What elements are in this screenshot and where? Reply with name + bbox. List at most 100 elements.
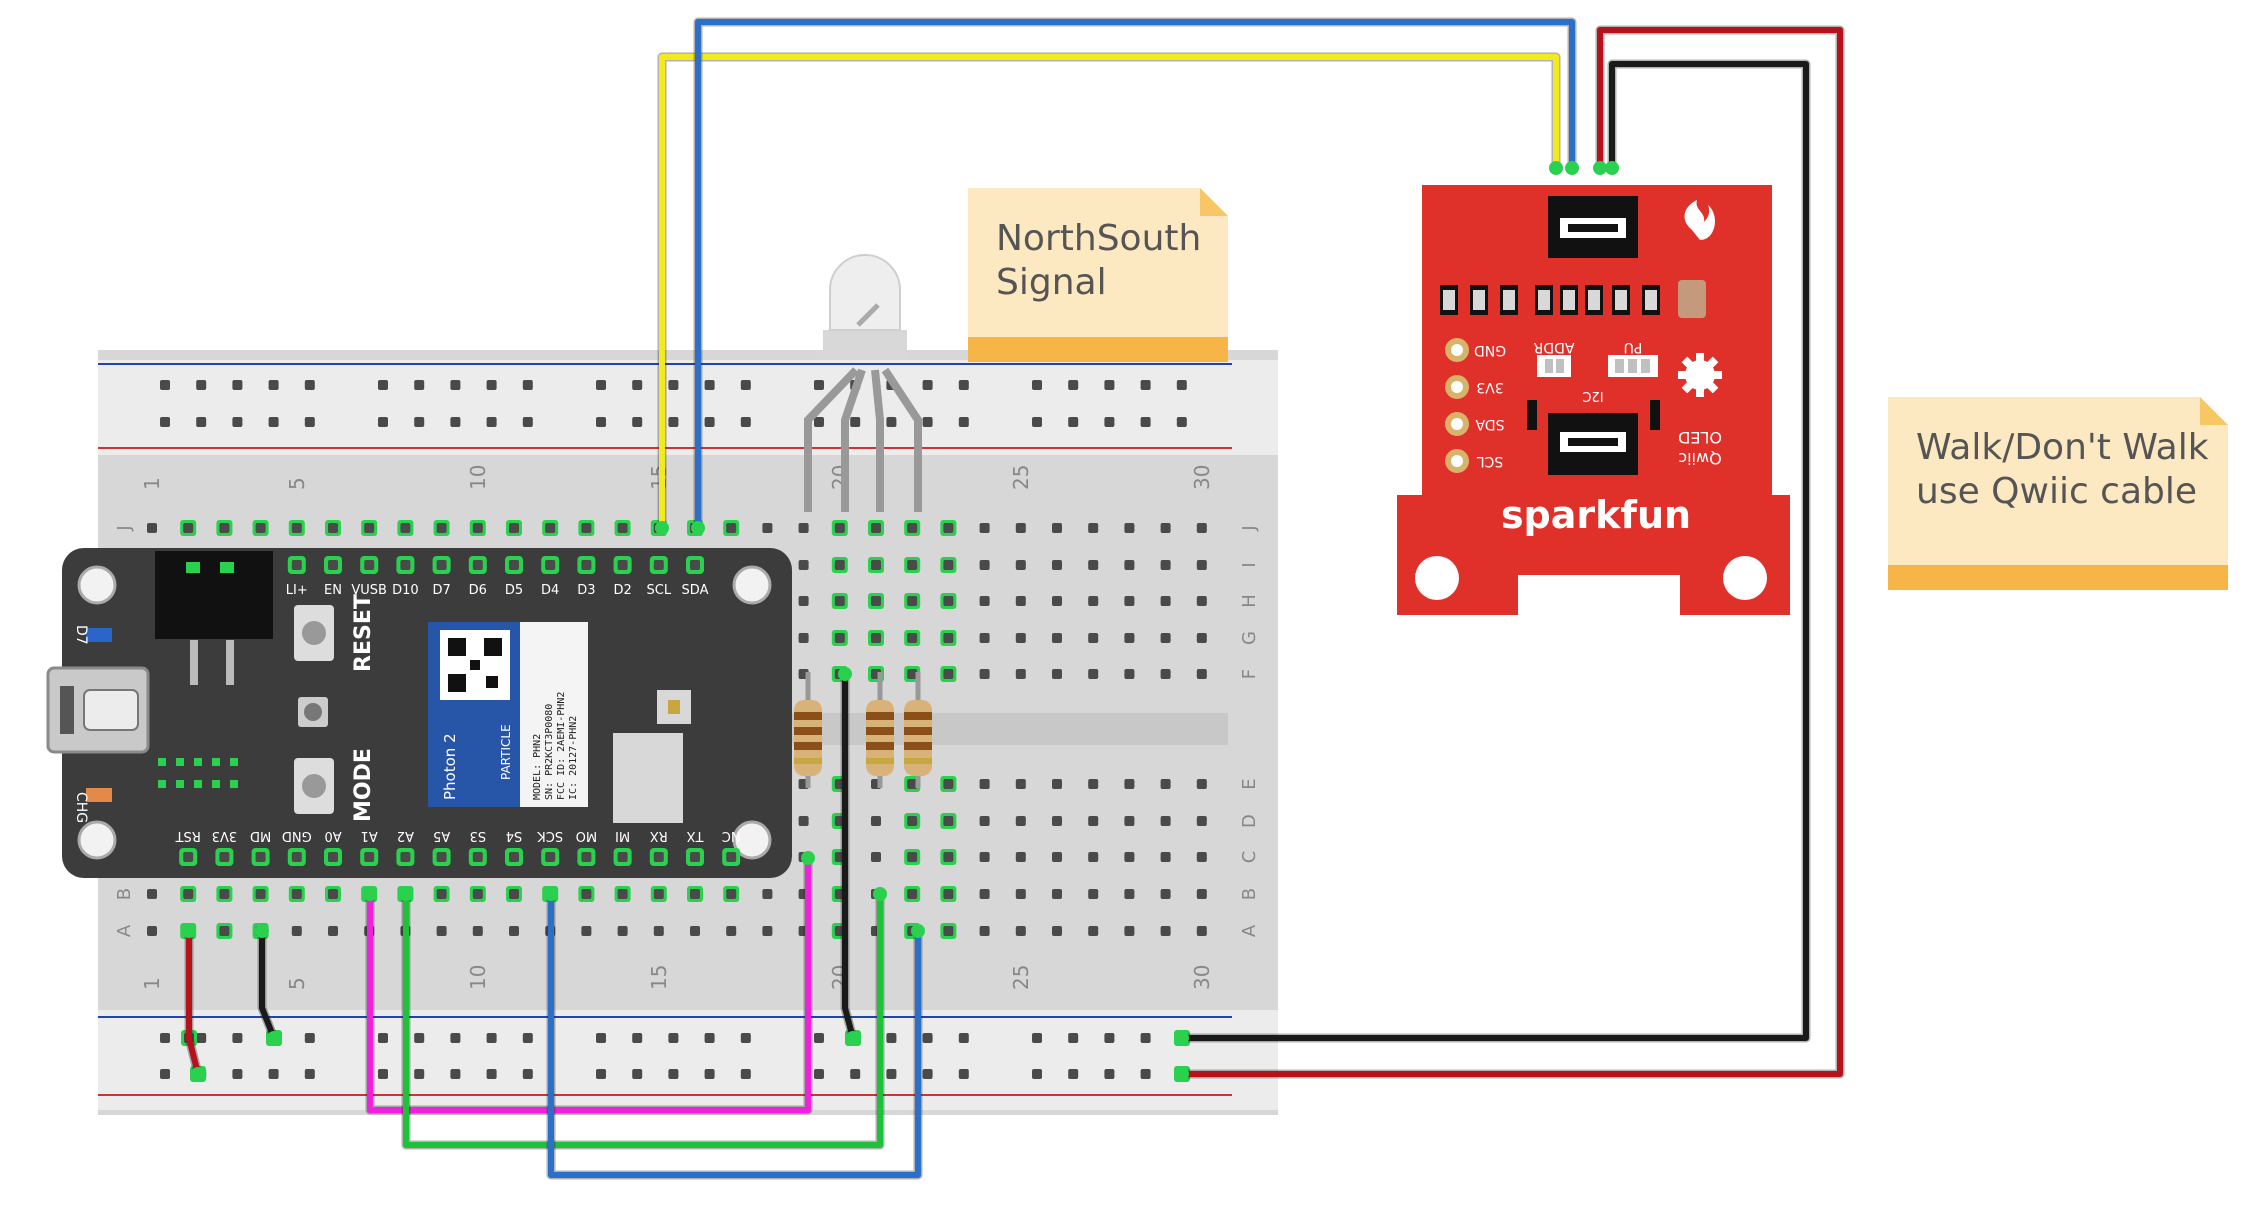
breadboard-hole [1015, 560, 1026, 570]
rail-hole [632, 380, 643, 390]
rail-hole [1140, 1069, 1151, 1079]
rail-hole [232, 1033, 243, 1043]
module-info-2: SN: PR2KCT3P0080 [544, 704, 555, 800]
rail-hole [232, 1069, 243, 1079]
reset-label: RESET [351, 594, 376, 672]
rail-hole [886, 1033, 897, 1043]
breadboard-hole [147, 523, 157, 533]
breadboard-hole [1160, 633, 1171, 643]
breadboard-hole [1196, 560, 1207, 570]
photon-pin-label: RST [176, 828, 201, 843]
breadboard-hole [943, 633, 954, 643]
oled-board-tab [1397, 495, 1790, 615]
row-letter: H [1239, 594, 1260, 608]
breadboard-hole [1160, 852, 1171, 862]
breadboard-hole [1124, 852, 1135, 862]
rail-hole [1068, 1033, 1079, 1043]
sparkfun-logo: sparkfun [1501, 493, 1691, 537]
note-northsouth-line-1: NorthSouth [996, 218, 1201, 259]
breadboard-hole [798, 560, 809, 570]
gear-icon [1678, 353, 1722, 397]
connector-lead [226, 640, 234, 685]
breadboard-hole [907, 852, 918, 862]
mount-hole [732, 565, 772, 605]
resistors [794, 672, 932, 788]
breadboard-labels: 115510101515202025253030JJIIHHGGFFEEDDCC… [114, 465, 1260, 990]
col-number-bottom: 25 [1009, 965, 1033, 990]
rail-hole [486, 417, 497, 427]
wire-scl-yellow [659, 54, 1559, 531]
row-letter: B [114, 888, 135, 900]
breadboard-hole [762, 926, 773, 936]
photon-pin-label: VUSB [351, 583, 387, 598]
oled-pin-label: SDA [1475, 416, 1504, 432]
battery-connector [155, 551, 273, 639]
breadboard-hole [907, 779, 918, 789]
rail-hole [1104, 1069, 1115, 1079]
rail-hole [596, 417, 606, 427]
breadboard-hole [871, 816, 881, 826]
photon-pin-label: SCL [647, 583, 672, 598]
photon-pin-label: LI+ [286, 583, 308, 598]
status-led-core [304, 703, 322, 721]
breadboard-hole [979, 926, 990, 936]
col-number-bottom: 30 [1190, 965, 1214, 990]
rail-hole [814, 1033, 824, 1043]
col-number-top: 30 [1190, 465, 1214, 490]
mode-button-cap[interactable] [302, 774, 326, 798]
breadboard-hole [907, 523, 918, 533]
breadboard-hole [1052, 852, 1062, 862]
breadboard-hole [1124, 669, 1135, 679]
rail-hole [922, 1033, 933, 1043]
breadboard-hole [1015, 779, 1026, 789]
photon-pin-label: MI [615, 828, 630, 843]
note-walk-dont-walk: Walk/Don't Walk use Qwiic cable [1888, 397, 2228, 590]
photon-pin-label: A0 [324, 828, 341, 843]
module-name: Photon 2 [441, 733, 459, 800]
note-northsouth-corner [1200, 188, 1228, 216]
reset-button-cap[interactable] [302, 621, 326, 645]
breadboard-hole [1088, 889, 1099, 899]
breadboard-hole [1052, 633, 1062, 643]
breadboard-hole [1088, 560, 1099, 570]
rgb-led [804, 254, 922, 512]
breadboard-hole [328, 523, 338, 533]
breadboard-hole [979, 523, 990, 533]
photon-pin-label: MO [576, 828, 597, 843]
breadboard-hole [1124, 816, 1135, 826]
rail-hole [486, 1069, 497, 1079]
rail-hole [160, 380, 170, 390]
breadboard-hole [291, 523, 302, 533]
note-northsouth-signal: NorthSouth Signal [968, 188, 1228, 362]
rail-hole [414, 380, 425, 390]
rail-hole [450, 380, 461, 390]
rail-hole [1140, 417, 1151, 427]
breadboard-hole [1196, 669, 1207, 679]
breadboard-hole [1088, 523, 1099, 533]
rail-hole [1032, 1069, 1042, 1079]
rail-hole [1032, 417, 1042, 427]
breadboard-hole [436, 926, 447, 936]
rail-hole [704, 417, 715, 427]
breadboard-hole [834, 523, 845, 533]
breadboard-hole [1160, 523, 1171, 533]
breadboard-hole [1196, 889, 1207, 899]
breadboard-hole [979, 633, 990, 643]
col-number-bottom: 1 [140, 977, 164, 990]
breadboard-hole [1015, 926, 1026, 936]
breadboard-hole [726, 523, 737, 533]
rail-hole [268, 380, 279, 390]
breadboard-hole [1196, 852, 1207, 862]
rail-hole [1104, 417, 1115, 427]
breadboard-hole [979, 669, 990, 679]
wire-rail-black [259, 928, 277, 1041]
row-letter: I [1239, 562, 1260, 567]
breadboard-hole [1160, 889, 1171, 899]
rail-hole [1176, 380, 1187, 390]
breadboard-hole [472, 889, 483, 899]
photon-pin-label: GND [282, 828, 312, 843]
rail-hole [1104, 1033, 1115, 1043]
breadboard-hole [943, 889, 954, 899]
note-northsouth-paper [968, 188, 1228, 362]
